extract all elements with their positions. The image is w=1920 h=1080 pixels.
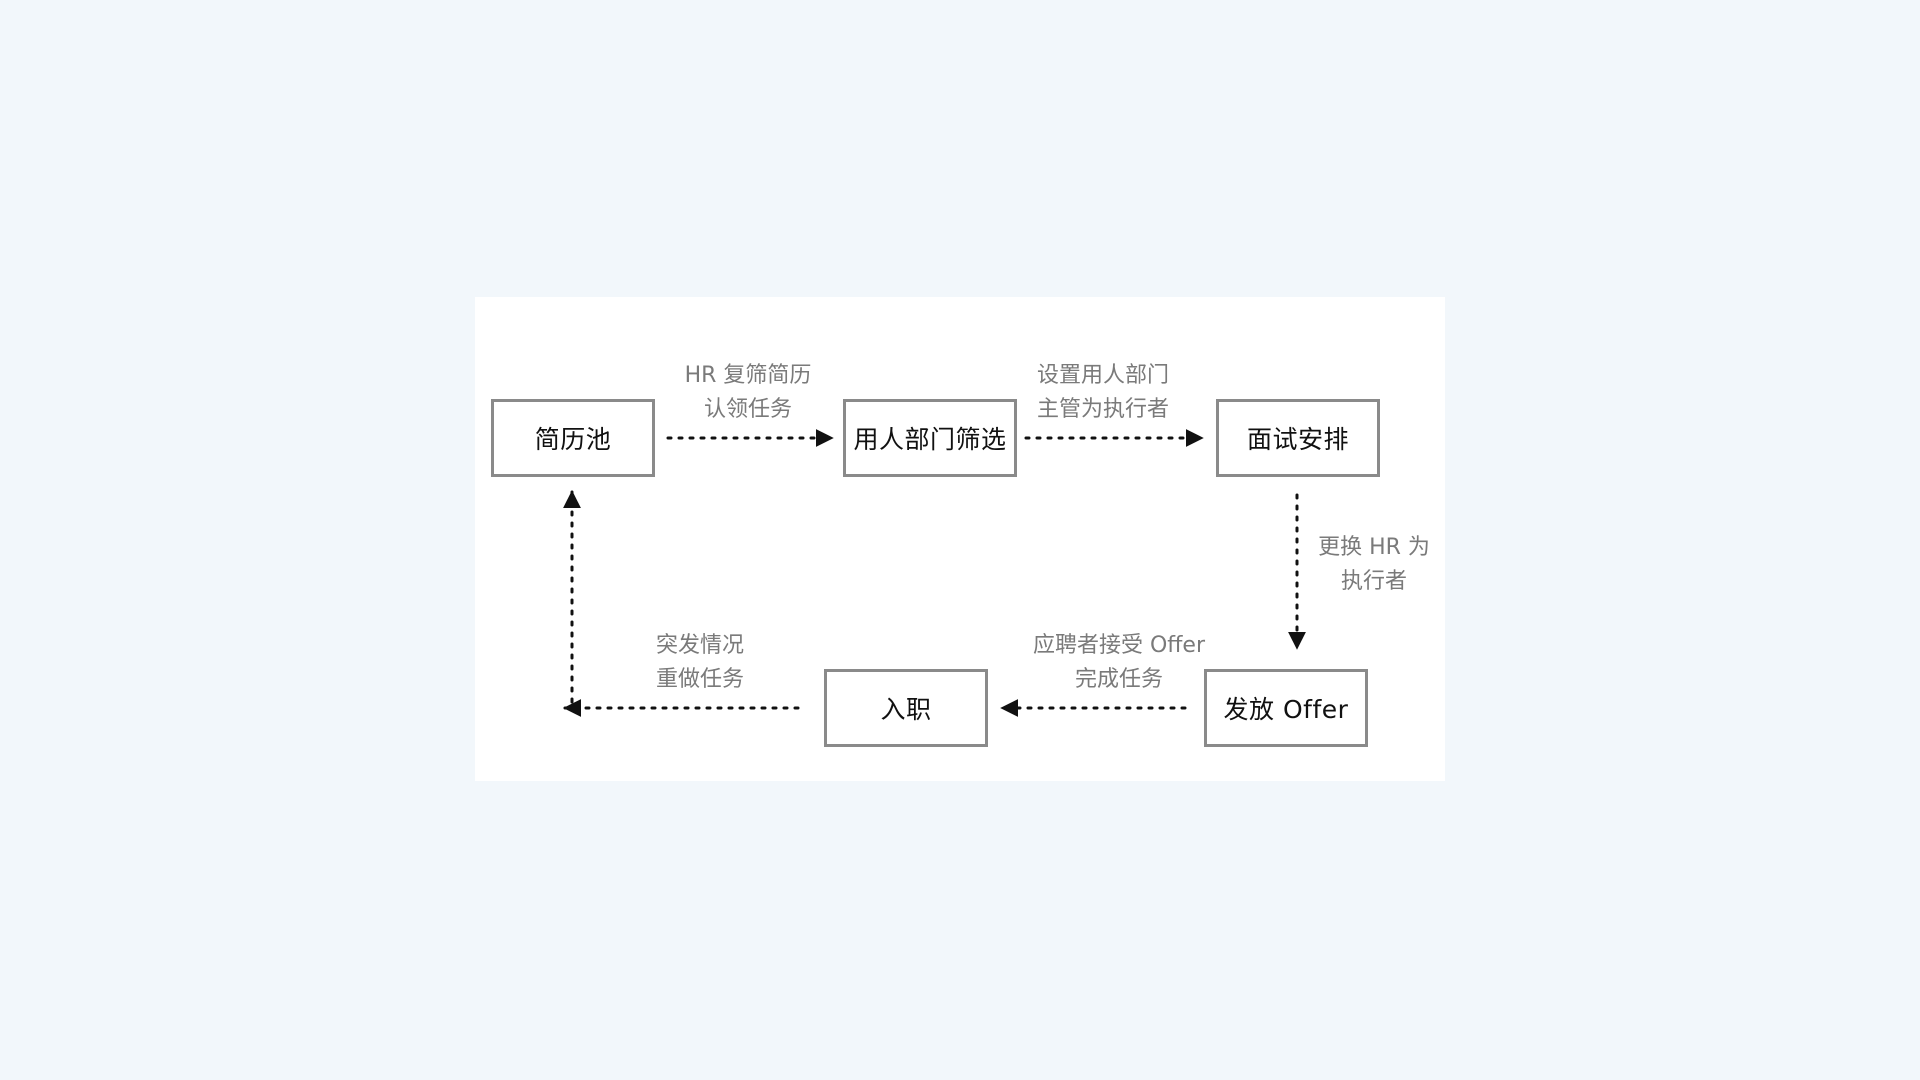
label-hr-review-line1: HR 复筛简历	[684, 363, 812, 388]
node-offer-label: 发放 Offer	[1223, 695, 1349, 724]
label-switch-hr-line1: 更换 HR 为	[1318, 535, 1430, 560]
node-resume-pool: 简历池	[491, 399, 655, 477]
node-onboarding-label: 入职	[880, 695, 932, 724]
node-resume-pool-label: 简历池	[534, 425, 612, 454]
label-switch-hr: 更换 HR 为 执行者	[1312, 531, 1436, 599]
label-accept-offer-line1: 应聘者接受 Offer	[1032, 633, 1206, 658]
node-dept-screening-label: 用人部门筛选	[853, 425, 1007, 454]
label-redo-task-line1: 突发情况	[655, 633, 744, 658]
label-hr-review: HR 复筛简历 认领任务	[668, 359, 828, 427]
node-onboarding: 入职	[824, 669, 988, 747]
node-dept-screening: 用人部门筛选	[843, 399, 1017, 477]
label-set-manager-line1: 设置用人部门	[1036, 363, 1169, 388]
label-set-manager: 设置用人部门 主管为执行者	[1023, 359, 1183, 427]
label-switch-hr-line2: 执行者	[1340, 569, 1407, 594]
node-interview: 面试安排	[1216, 399, 1380, 477]
label-redo-task-line2: 重做任务	[655, 667, 744, 692]
label-hr-review-line2: 认领任务	[703, 397, 792, 422]
node-interview-label: 面试安排	[1246, 425, 1349, 454]
node-offer: 发放 Offer	[1204, 669, 1368, 747]
label-redo-task: 突发情况 重做任务	[630, 629, 770, 697]
label-accept-offer-line2: 完成任务	[1074, 667, 1163, 692]
label-set-manager-line2: 主管为执行者	[1036, 397, 1169, 422]
label-accept-offer: 应聘者接受 Offer 完成任务	[1020, 629, 1218, 697]
